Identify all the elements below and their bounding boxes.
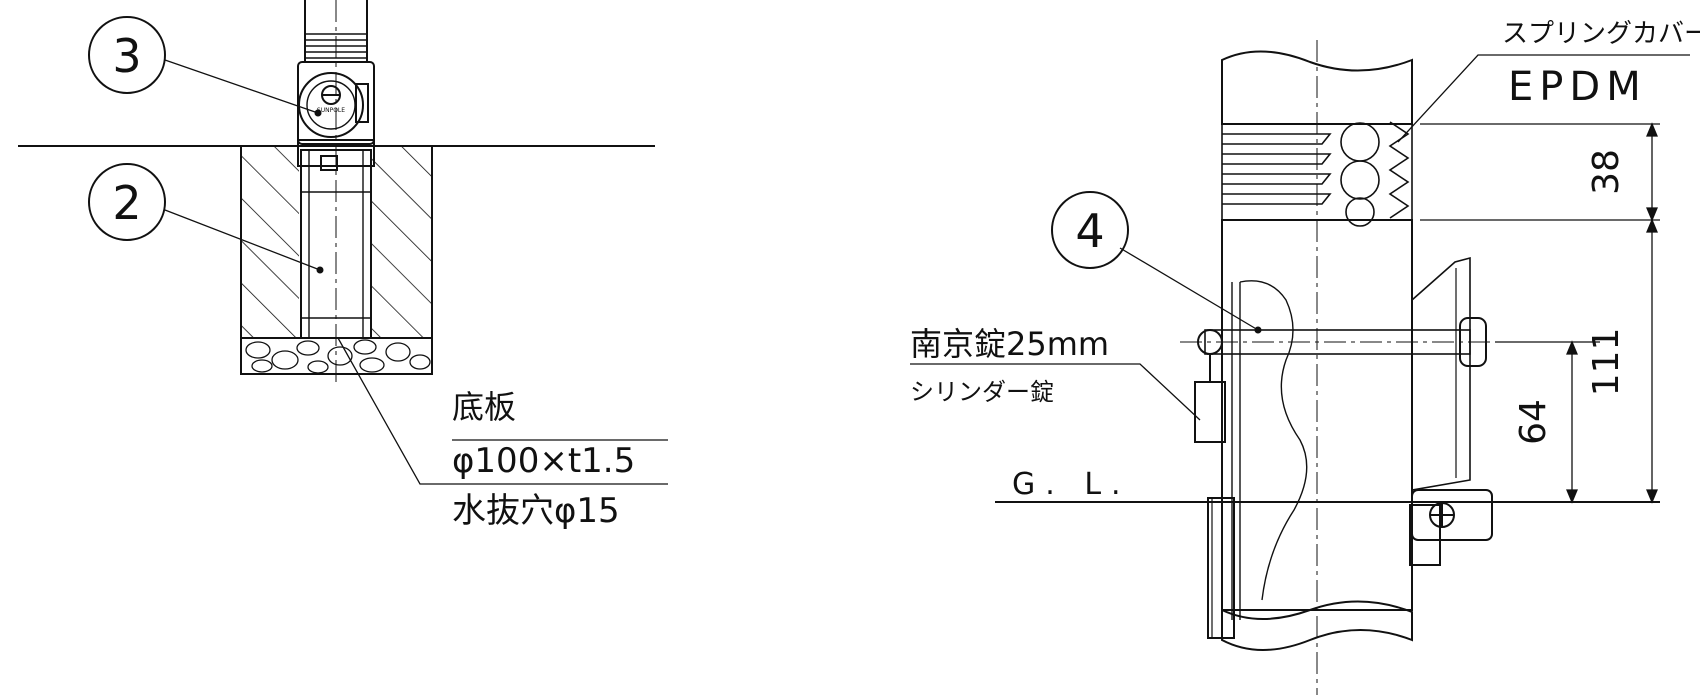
post-top-break: [1221, 50, 1413, 125]
padlock-body: [1194, 381, 1226, 443]
post-cutaway: [1239, 280, 1308, 601]
right-spring-cover: [1222, 121, 1410, 227]
dim-111: 111: [1586, 328, 1627, 397]
ground-clamp: [1411, 489, 1493, 541]
callout-4-label: 4: [1075, 204, 1104, 258]
callout-2-circle: [88, 163, 166, 241]
padlock-label: 南京錠25mm: [910, 325, 1109, 363]
dim-38: 38: [1586, 149, 1627, 195]
right-detail: [910, 40, 1690, 695]
base-plate-spec: φ100×t1.5: [452, 441, 635, 481]
dim-64: 64: [1513, 399, 1554, 445]
callout-3-circle: [88, 16, 166, 94]
lock-bracket: [1411, 256, 1471, 491]
right-ground-sleeve: [1207, 497, 1235, 639]
dimension-lines: [1420, 122, 1660, 504]
left-detail: [18, 0, 668, 485]
foundation-hatch-right: [372, 146, 432, 338]
callout-4-circle: [1051, 191, 1129, 269]
foundation-hatch-left: [241, 146, 299, 338]
callout-2-label: 2: [112, 176, 141, 230]
callout-3-label: 3: [112, 29, 141, 83]
cylinder-lock-label: シリンダー錠: [910, 378, 1054, 406]
lock-cylinder: [298, 72, 364, 138]
spring-cover-label: スプリングカバー: [1502, 19, 1700, 49]
gravel-layer: [245, 339, 431, 374]
base-plate-label: 底板: [452, 388, 516, 426]
spring-cover-material: EPDM: [1508, 64, 1647, 110]
lock-brand-text: SUNPOLE: [317, 107, 345, 114]
drain-hole-spec: 水抜穴φ15: [452, 491, 620, 531]
gl-label: G. L.: [1012, 467, 1131, 502]
